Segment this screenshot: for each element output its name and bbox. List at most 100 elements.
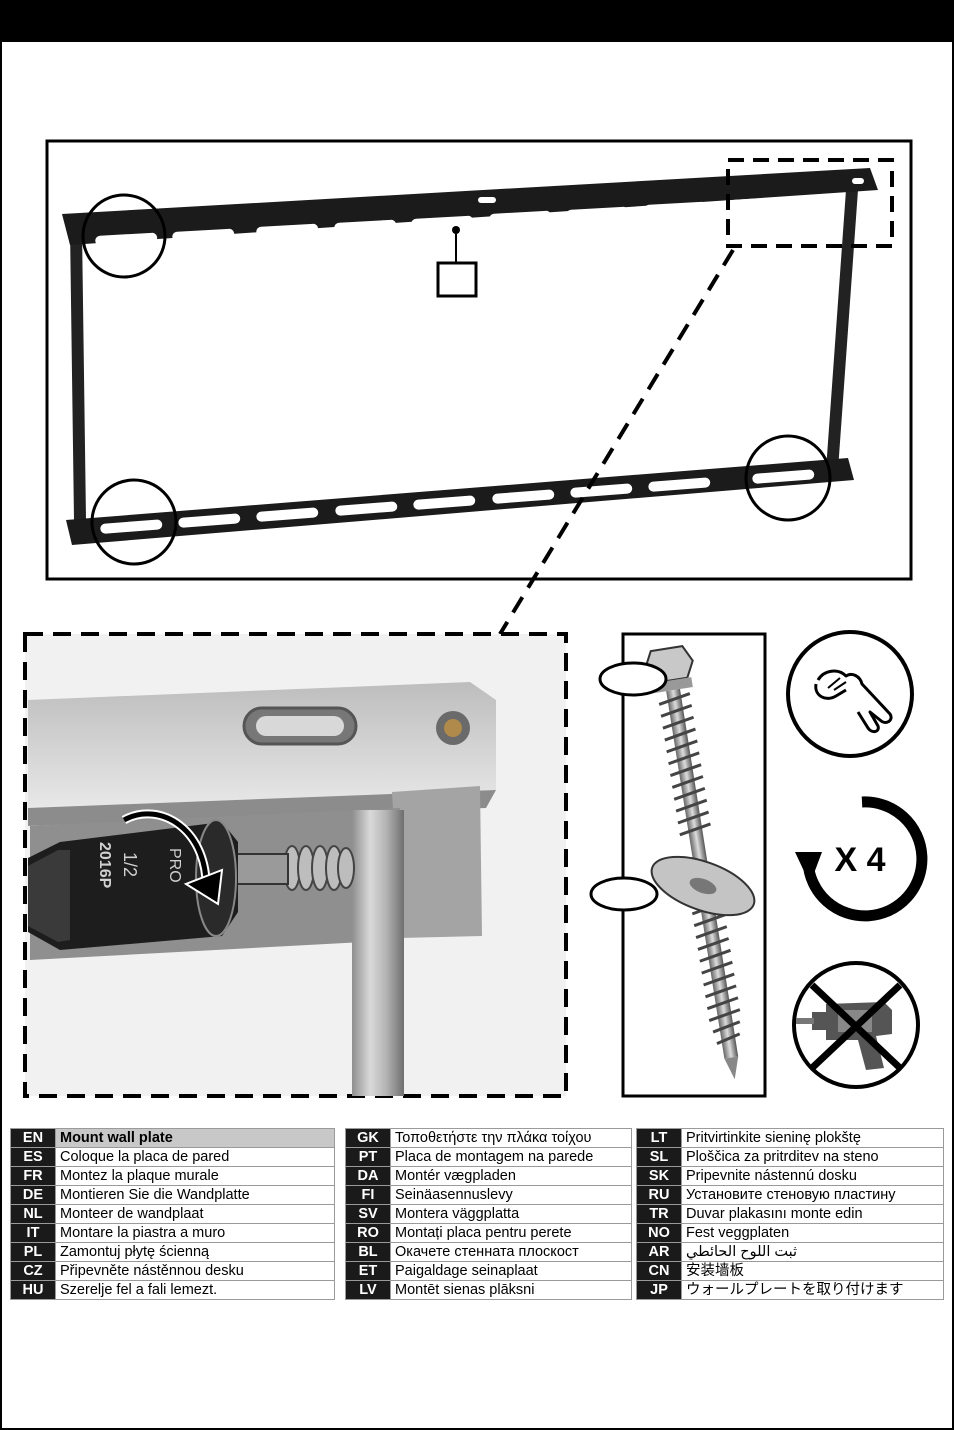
- lang-code: JP: [636, 1280, 682, 1300]
- lang-text: ウォールプレートを取り付けます: [681, 1280, 944, 1300]
- lang-code: LV: [345, 1280, 391, 1300]
- lang-text: Zamontuj płytę ścienną: [55, 1242, 335, 1262]
- lang-code: SL: [636, 1147, 682, 1167]
- lang-text: Montieren Sie die Wandplatte: [55, 1185, 335, 1205]
- lang-text: Seinäasennuslevy: [390, 1185, 632, 1205]
- no-power-drill-icon: [792, 961, 920, 1089]
- lang-text: Szerelje fel a fali lemezt.: [55, 1280, 335, 1300]
- lang-code: DA: [345, 1166, 391, 1186]
- lang-code: DE: [10, 1185, 56, 1205]
- level-indicator-box: [436, 261, 478, 298]
- lang-code: RO: [345, 1223, 391, 1243]
- socket-label-model: 2016P: [96, 842, 113, 889]
- lang-code: HU: [10, 1280, 56, 1300]
- lang-code: FI: [345, 1185, 391, 1205]
- header-bar: [0, 0, 954, 42]
- lang-text: Fest veggplaten: [681, 1223, 944, 1243]
- hand-tighten-icon: [786, 630, 914, 758]
- detail-connector-line: [498, 248, 735, 636]
- lang-code: EN: [10, 1128, 56, 1148]
- lang-code: FR: [10, 1166, 56, 1186]
- hole-marker-circle: [744, 434, 832, 522]
- lang-text: Duvar plakasını monte edin: [681, 1204, 944, 1224]
- lang-code: CN: [636, 1261, 682, 1281]
- lang-text: Připevněte nástěnnou desku: [55, 1261, 335, 1281]
- lang-code: ES: [10, 1147, 56, 1167]
- lang-code: NO: [636, 1223, 682, 1243]
- screw-panel: [589, 632, 767, 1098]
- lang-code: CZ: [10, 1261, 56, 1281]
- lang-text: Montēt sienas plāksni: [390, 1280, 632, 1300]
- lang-code: TR: [636, 1204, 682, 1224]
- lang-text: Montera väggplatta: [390, 1204, 632, 1224]
- lang-text: Окачете стенната плоскост: [390, 1242, 632, 1262]
- lang-code: PT: [345, 1147, 391, 1167]
- installation-diagram: PRO 1/2 2016P: [23, 139, 928, 1098]
- lang-code: ET: [345, 1261, 391, 1281]
- lang-code: SK: [636, 1166, 682, 1186]
- lang-code: AR: [636, 1242, 682, 1262]
- lang-text: Monteer de wandplaat: [55, 1204, 335, 1224]
- lang-text: Montez la plaque murale: [55, 1166, 335, 1186]
- repeat-x4-icon: X 4: [795, 796, 928, 922]
- lang-text: Pritvirtinkite sieninę plokštę: [681, 1128, 944, 1148]
- socket-label-pro: PRO: [166, 848, 183, 883]
- lang-text: Montați placa pentru perete: [390, 1223, 632, 1243]
- lang-text: Pripevnite nástennú dosku: [681, 1166, 944, 1186]
- lang-code: SV: [345, 1204, 391, 1224]
- repeat-count-label: X 4: [834, 841, 885, 879]
- lang-text: Τοποθετήστε την πλάκα τοίχου: [390, 1128, 632, 1148]
- lang-code: LT: [636, 1128, 682, 1148]
- lang-text: 安装墙板: [681, 1261, 944, 1281]
- callout-oval-head: [598, 661, 668, 697]
- top-rail: [62, 168, 878, 245]
- lang-text: Paigaldage seinaplaat: [390, 1261, 632, 1281]
- lang-code: NL: [10, 1204, 56, 1224]
- detail-photo-panel: PRO 1/2 2016P: [23, 632, 568, 1098]
- lang-text: Установите стеновую пластину: [681, 1185, 944, 1205]
- socket-label-size: 1/2: [120, 852, 140, 877]
- lang-code: RU: [636, 1185, 682, 1205]
- lang-text: ثبت اللوح الحائطي: [681, 1242, 944, 1262]
- lang-text: Montare la piastra a muro: [55, 1223, 335, 1243]
- detail-screw: [283, 845, 355, 891]
- lang-code: PL: [10, 1242, 56, 1262]
- hole-marker-circle: [81, 193, 167, 279]
- wall-plate-figure: [45, 139, 913, 581]
- callout-oval-washer: [589, 876, 659, 912]
- lang-text: Ploščica za pritrditev na steno: [681, 1147, 944, 1167]
- hole-marker-circle: [90, 478, 178, 566]
- lang-code: BL: [345, 1242, 391, 1262]
- lang-text: Placa de montagem na parede: [390, 1147, 632, 1167]
- lang-code: IT: [10, 1223, 56, 1243]
